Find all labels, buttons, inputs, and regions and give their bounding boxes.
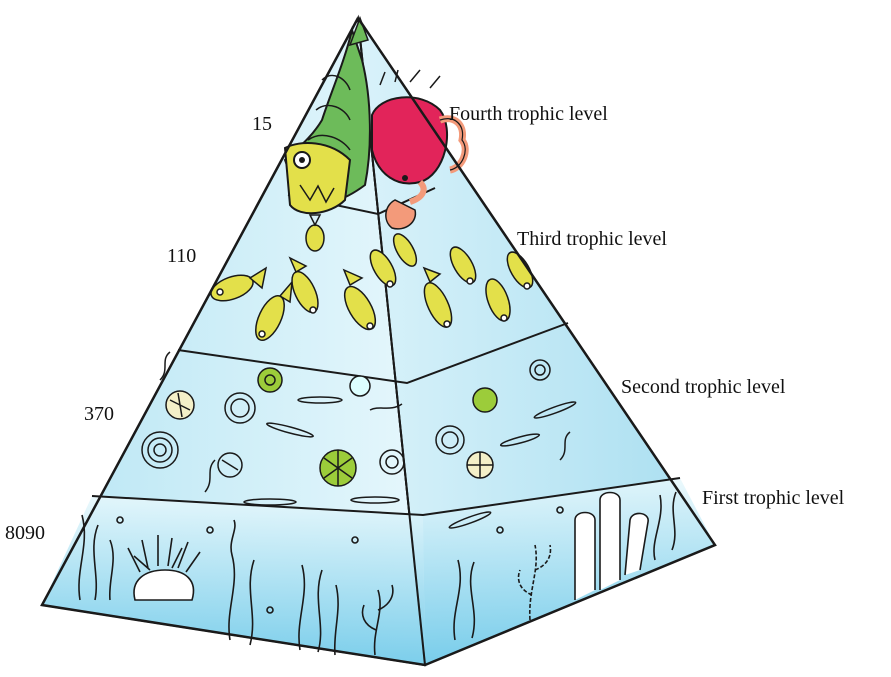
value-label-third: 110 — [167, 245, 196, 267]
phytoplankton-icon — [258, 368, 282, 392]
level-label-first: First trophic level — [702, 487, 845, 509]
phytoplankton-icon — [467, 452, 493, 478]
fish-icon — [285, 18, 370, 213]
value-label-first: 8090 — [5, 522, 45, 544]
level-label-second: Second trophic level — [621, 376, 786, 398]
phytoplankton-icon — [473, 388, 497, 412]
phytoplankton-icon — [166, 391, 194, 419]
zooplankton-icon — [350, 376, 370, 396]
level-label-fourth: Fourth trophic level — [449, 103, 608, 125]
phytoplankton-icon — [320, 450, 356, 486]
level-label-third: Third trophic level — [517, 228, 667, 250]
value-label-second: 370 — [84, 403, 114, 425]
value-label-fourth: 15 — [252, 113, 272, 135]
